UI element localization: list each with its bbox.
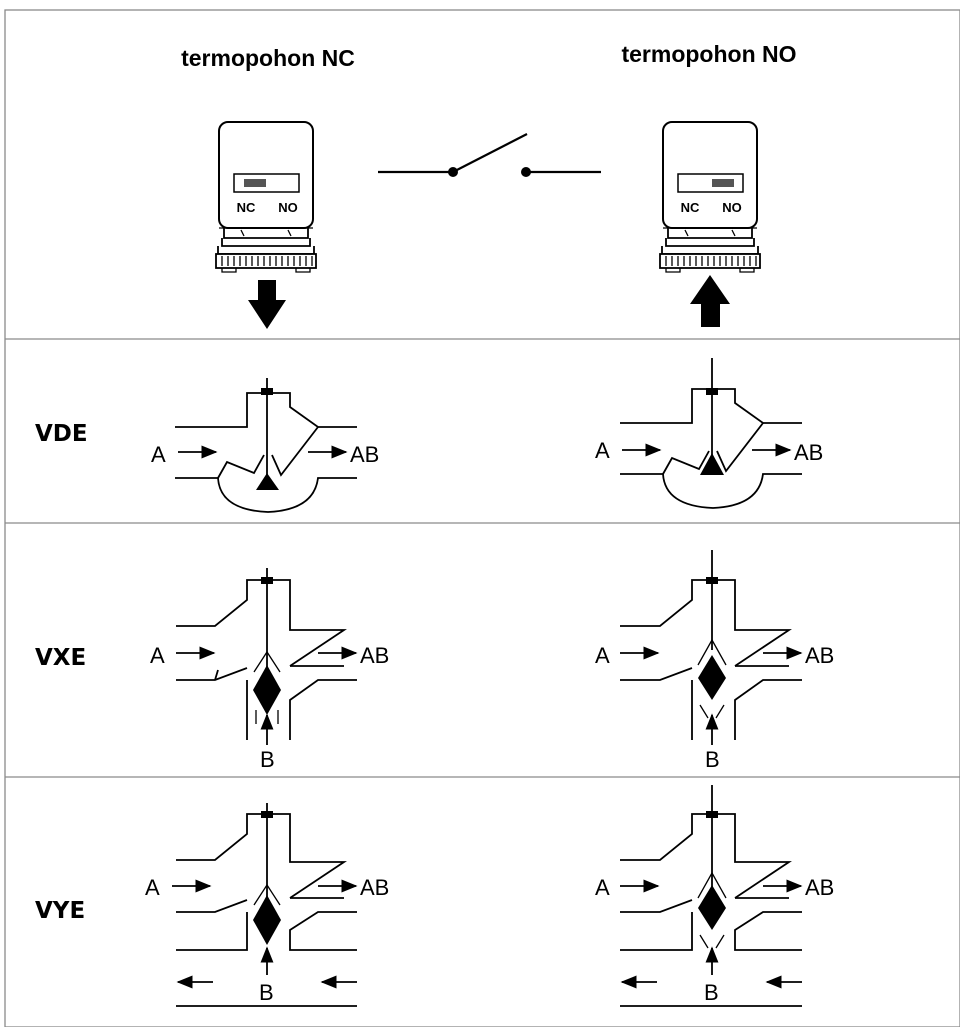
vde-nc-port-a: A bbox=[151, 442, 166, 467]
valve-vxe-no: A AB B bbox=[595, 550, 834, 772]
valve-vye-nc: A AB B bbox=[145, 803, 389, 1007]
arrow-down-icon bbox=[248, 280, 286, 329]
vxe-no-port-a: A bbox=[595, 643, 610, 668]
switch-slider-nc bbox=[244, 179, 266, 187]
vye-no-port-ab: AB bbox=[805, 875, 834, 900]
vde-nc-port-ab: AB bbox=[350, 442, 379, 467]
title-nc: termopohon NC bbox=[181, 45, 355, 71]
actuator-nc: NC NO bbox=[215, 121, 317, 273]
vxe-nc-port-ab: AB bbox=[360, 643, 389, 668]
title-no: termopohon NO bbox=[621, 41, 796, 67]
arrow-up-icon bbox=[690, 275, 730, 327]
vye-no-port-b: B bbox=[704, 980, 719, 1005]
valve-vxe-nc: A AB B bbox=[150, 568, 389, 772]
row-label-vde: VDE bbox=[35, 421, 88, 447]
valve-vde-nc: A AB bbox=[151, 378, 379, 513]
row-label-vxe: VXE bbox=[35, 645, 86, 671]
switch-slider-no bbox=[712, 179, 734, 187]
vxe-no-port-b: B bbox=[705, 747, 720, 772]
actuator-nc-label-no: NO bbox=[278, 200, 298, 215]
vye-nc-port-b: B bbox=[259, 980, 274, 1005]
frame bbox=[4, 9, 960, 1027]
vye-no-port-a: A bbox=[595, 875, 610, 900]
actuator-nc-label-nc: NC bbox=[237, 200, 256, 215]
valve-vde-no: A AB bbox=[595, 358, 823, 509]
vxe-nc-port-a: A bbox=[150, 643, 165, 668]
vde-no-port-a: A bbox=[595, 438, 610, 463]
vde-no-port-ab: AB bbox=[794, 440, 823, 465]
valve-vye-no: A AB B bbox=[595, 785, 834, 1007]
vye-nc-port-ab: AB bbox=[360, 875, 389, 900]
row-label-vye: VYE bbox=[35, 898, 85, 924]
switch-symbol-icon bbox=[378, 133, 601, 177]
vxe-nc-port-b: B bbox=[260, 747, 275, 772]
actuator-no-label-no: NO bbox=[722, 200, 742, 215]
vye-nc-port-a: A bbox=[145, 875, 160, 900]
actuator-no-label-nc: NC bbox=[681, 200, 700, 215]
actuator-no: NC NO bbox=[659, 121, 761, 273]
vxe-no-port-ab: AB bbox=[805, 643, 834, 668]
